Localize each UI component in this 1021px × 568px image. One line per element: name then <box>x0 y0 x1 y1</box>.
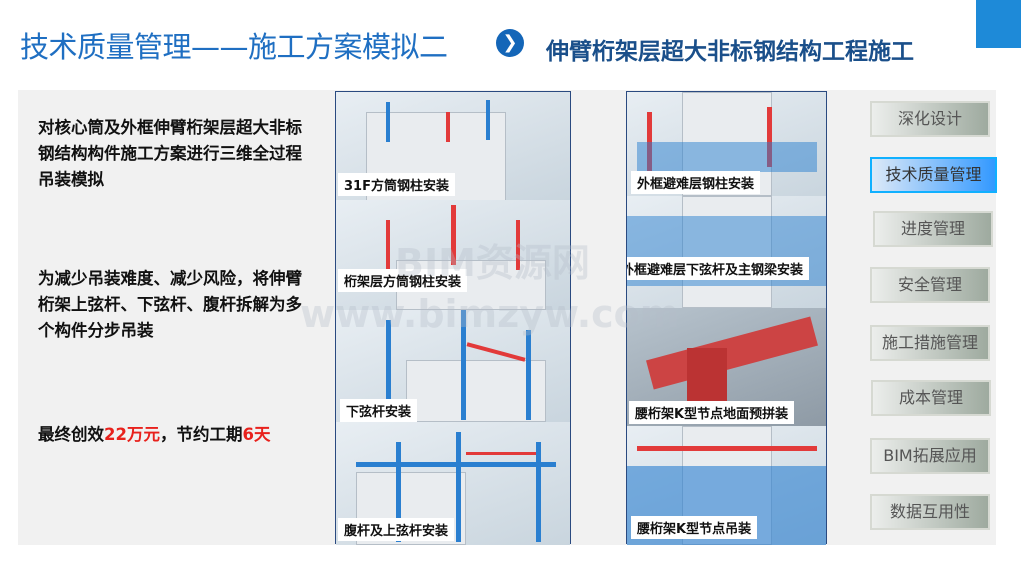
nav-schedule[interactable]: 进度管理 <box>873 211 993 247</box>
panel-caption: 腰桁架K型节点吊装 <box>631 516 758 539</box>
result-prefix: 最终创效 <box>38 425 104 444</box>
result-mid: ，节约工期 <box>159 425 243 444</box>
nav-construction-measures[interactable]: 施工措施管理 <box>870 325 990 361</box>
panel-caption: 外框避难层钢柱安装 <box>631 171 761 194</box>
nav-safety[interactable]: 安全管理 <box>870 267 990 303</box>
chevron-right-icon: ❯ <box>496 29 524 57</box>
panel-image: 外框避难层下弦杆及主钢梁安装 <box>627 196 826 308</box>
panel-image: 桁架层方筒钢柱安装 <box>336 200 570 310</box>
page-subtitle: 伸臂桁架层超大非标钢结构工程施工 <box>546 39 914 65</box>
nav-bim-extension[interactable]: BIM拓展应用 <box>870 438 990 474</box>
page-title: 技术质量管理——施工方案模拟二 <box>20 30 448 64</box>
panel-caption: 腹杆及上弦杆安装 <box>338 518 455 541</box>
panel-caption: 腰桁架K型节点地面预拼装 <box>629 401 795 424</box>
simulation-column-left: 31F方筒钢柱安装 桁架层方筒钢柱安装 下弦杆安装 腹杆及上弦杆安装 <box>335 91 571 545</box>
result-text: 最终创效22万元，节约工期6天 <box>38 422 318 448</box>
savings-value: 22万元 <box>104 425 160 444</box>
panel-image: 腰桁架K型节点吊装 <box>627 426 826 545</box>
days-saved-value: 6天 <box>242 425 271 444</box>
panel-caption: 下弦杆安装 <box>340 399 418 422</box>
watermark: www.bimzyw.com <box>300 292 680 336</box>
nav-deepening-design[interactable]: 深化设计 <box>870 101 990 137</box>
nav-technical-quality[interactable]: 技术质量管理 <box>870 157 997 193</box>
panel-image: 腹杆及上弦杆安装 <box>336 422 570 545</box>
panel-image: 外框避难层钢柱安装 <box>627 92 826 196</box>
panel-image: 腰桁架K型节点地面预拼装 <box>627 308 826 426</box>
panel-caption: 外框避难层下弦杆及主钢梁安装 <box>627 257 810 280</box>
description-2: 为减少吊装难度、减少风险，将伸臂桁架上弦杆、下弦杆、腹杆拆解为多个构件分步吊装 <box>38 269 302 340</box>
description-1: 对核心筒及外框伸臂桁架层超大非标钢结构构件施工方案进行三维全过程吊装模拟 <box>38 118 302 189</box>
panel-caption: 桁架层方筒钢柱安装 <box>338 269 468 292</box>
panel-caption: 31F方筒钢柱安装 <box>338 173 455 196</box>
panel-image: 31F方筒钢柱安装 <box>336 92 570 200</box>
nav-cost[interactable]: 成本管理 <box>871 380 991 416</box>
watermark: BIM资源网 <box>395 241 590 285</box>
nav-data-interoperability[interactable]: 数据互用性 <box>870 494 990 530</box>
panel-image: 下弦杆安装 <box>336 310 570 422</box>
simulation-column-right: 外框避难层钢柱安装 外框避难层下弦杆及主钢梁安装 腰桁架K型节点地面预拼装 腰桁… <box>626 91 827 545</box>
company-logo <box>976 0 1021 48</box>
